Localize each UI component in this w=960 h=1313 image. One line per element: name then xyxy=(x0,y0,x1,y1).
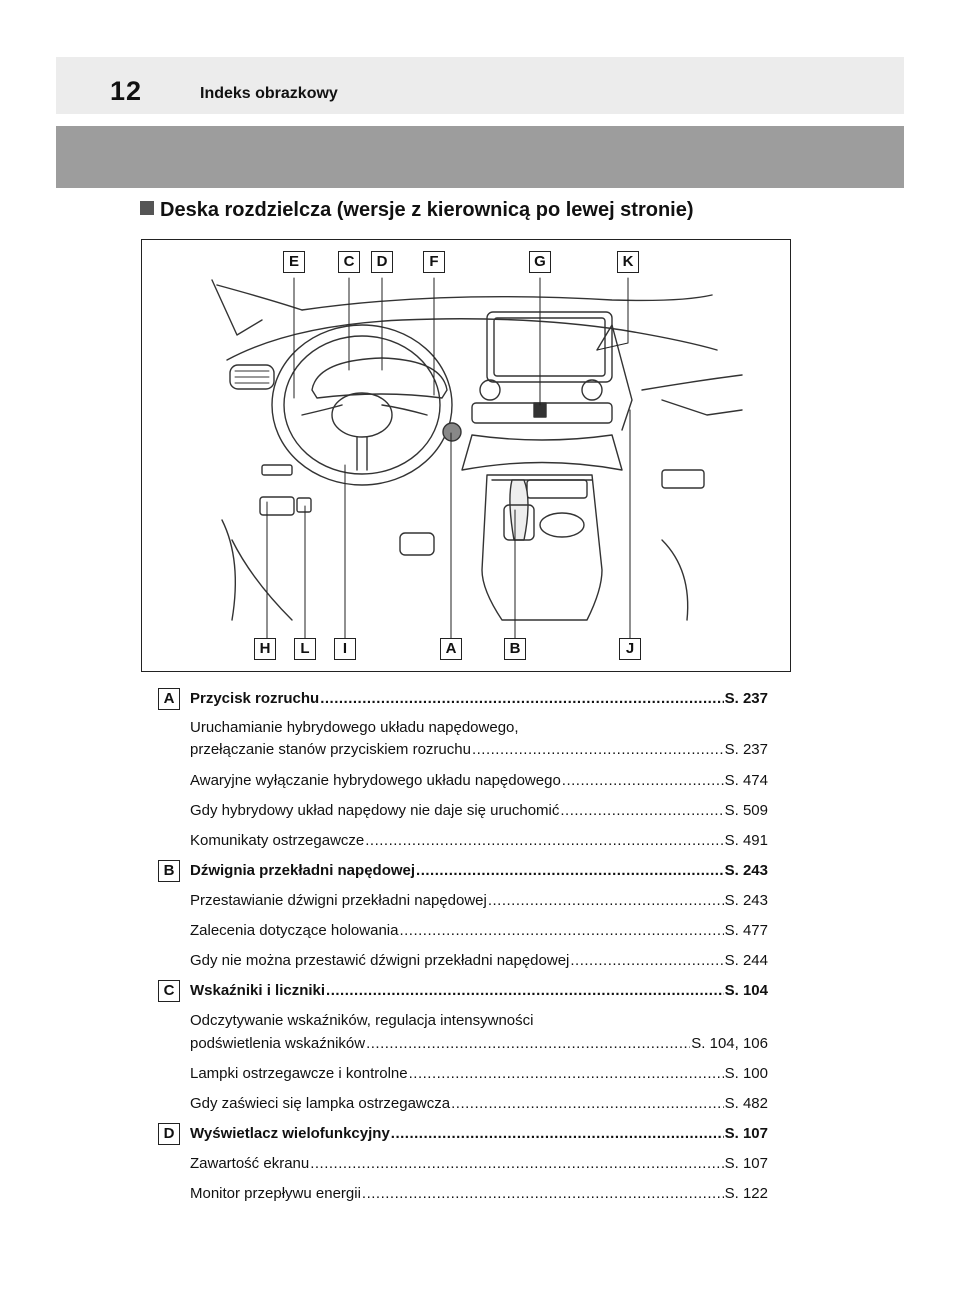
item-page: S. 477 xyxy=(724,922,768,939)
item-row[interactable]: Awaryjne wyłączanie hybrydowego układu n… xyxy=(190,772,768,790)
item-row[interactable]: podświetlenia wskaźników S. 104, 106 xyxy=(190,1035,768,1053)
entry-title: Wskaźniki i liczniki xyxy=(190,982,326,999)
item-row[interactable]: przełączanie stanów przyciskiem rozruchu… xyxy=(190,741,768,759)
item-label: Przestawianie dźwigni przekładni napędow… xyxy=(190,892,487,909)
item-label: Zawartość ekranu xyxy=(190,1155,310,1172)
item-row[interactable]: Zalecenia dotyczące holowania S. 477 xyxy=(190,922,768,940)
entry-letter-d: D xyxy=(158,1123,180,1145)
item-page: S. 474 xyxy=(724,772,768,789)
item-label: Lampki ostrzegawcze i kontrolne xyxy=(190,1065,408,1082)
header-bar xyxy=(56,57,904,114)
entry-page: S. 243 xyxy=(724,862,768,879)
item-row[interactable]: Gdy nie można przestawić dźwigni przekła… xyxy=(190,952,768,970)
entry-title: Dźwignia przekładni napędowej xyxy=(190,862,416,879)
item-page: S. 243 xyxy=(724,892,768,909)
item-label: Gdy hybrydowy układ napędowy nie daje si… xyxy=(190,802,560,819)
item-page: S. 482 xyxy=(724,1095,768,1112)
entry-title: Przycisk rozruchu xyxy=(190,690,320,707)
square-bullet-icon xyxy=(140,201,154,215)
entry-page: S. 107 xyxy=(724,1125,768,1142)
item-page: S. 100 xyxy=(724,1065,768,1082)
entry-page: S. 237 xyxy=(724,690,768,707)
item-page: S. 237 xyxy=(724,741,768,758)
section-title: Deska rozdzielcza (wersje z kierownicą p… xyxy=(140,200,694,220)
item-row[interactable]: Lampki ostrzegawcze i kontrolne S. 100 xyxy=(190,1065,768,1083)
dashboard-illustration xyxy=(211,277,743,639)
item-line: Uruchamianie hybrydowego układu napędowe… xyxy=(190,719,519,736)
callout-l: L xyxy=(294,638,316,660)
entry-title-row[interactable]: Dźwignia przekładni napędowej S. 243 xyxy=(190,862,768,880)
item-label: Awaryjne wyłączanie hybrydowego układu n… xyxy=(190,772,561,789)
callout-d: D xyxy=(371,251,393,273)
callout-j: J xyxy=(619,638,641,660)
item-label: Monitor przepływu energii xyxy=(190,1185,361,1202)
entry-title-row[interactable]: Wskaźniki i liczniki S. 104 xyxy=(190,982,768,1000)
entry-title: Wyświetlacz wielofunkcyjny xyxy=(190,1125,390,1142)
dashboard-diagram: E C D F G K H L I A B J xyxy=(141,239,791,672)
callout-f: F xyxy=(423,251,445,273)
item-label: podświetlenia wskaźników xyxy=(190,1035,366,1052)
item-row[interactable]: Gdy hybrydowy układ napędowy nie daje si… xyxy=(190,802,768,820)
entry-letter-a: A xyxy=(158,688,180,710)
item-page: S. 491 xyxy=(724,832,768,849)
item-line: Odczytywanie wskaźników, regulacja inten… xyxy=(190,1012,534,1029)
item-row[interactable]: Monitor przepływu energii S. 122 xyxy=(190,1185,768,1203)
callout-e: E xyxy=(283,251,305,273)
item-page: S. 509 xyxy=(724,802,768,819)
callout-h: H xyxy=(254,638,276,660)
item-page: S. 122 xyxy=(724,1185,768,1202)
entry-page: S. 104 xyxy=(724,982,768,999)
item-label: Gdy zaświeci się lampka ostrzegawcza xyxy=(190,1095,451,1112)
item-label: Komunikaty ostrzegawcze xyxy=(190,832,365,849)
entry-letter-b: B xyxy=(158,860,180,882)
page-number: 12 xyxy=(110,76,143,106)
item-page: S. 104, 106 xyxy=(691,1035,768,1052)
item-page: S. 244 xyxy=(724,952,768,969)
item-row[interactable]: Gdy zaświeci się lampka ostrzegawcza S. 4… xyxy=(190,1095,768,1113)
item-row[interactable]: Komunikaty ostrzegawcze S. 491 xyxy=(190,832,768,850)
callout-b: B xyxy=(504,638,526,660)
entry-letter-c: C xyxy=(158,980,180,1002)
callout-k: K xyxy=(617,251,639,273)
item-label: Zalecenia dotyczące holowania xyxy=(190,922,399,939)
header-title: Indeks obrazkowy xyxy=(200,85,338,102)
callout-c: C xyxy=(338,251,360,273)
callout-i: I xyxy=(334,638,356,660)
item-row[interactable]: Przestawianie dźwigni przekładni napędow… xyxy=(190,892,768,910)
item-page: S. 107 xyxy=(724,1155,768,1172)
section-title-text: Deska rozdzielcza (wersje z kierownicą p… xyxy=(160,199,694,221)
callout-g: G xyxy=(529,251,551,273)
entry-title-row[interactable]: Przycisk rozruchu S. 237 xyxy=(190,690,768,708)
entry-title-row[interactable]: Wyświetlacz wielofunkcyjny S. 107 xyxy=(190,1125,768,1143)
item-label: przełączanie stanów przyciskiem rozruchu xyxy=(190,741,471,758)
section-band xyxy=(56,126,904,188)
callout-a: A xyxy=(440,638,462,660)
item-row[interactable]: Zawartość ekranu S. 107 xyxy=(190,1155,768,1173)
item-label: Gdy nie można przestawić dźwigni przekła… xyxy=(190,952,570,969)
